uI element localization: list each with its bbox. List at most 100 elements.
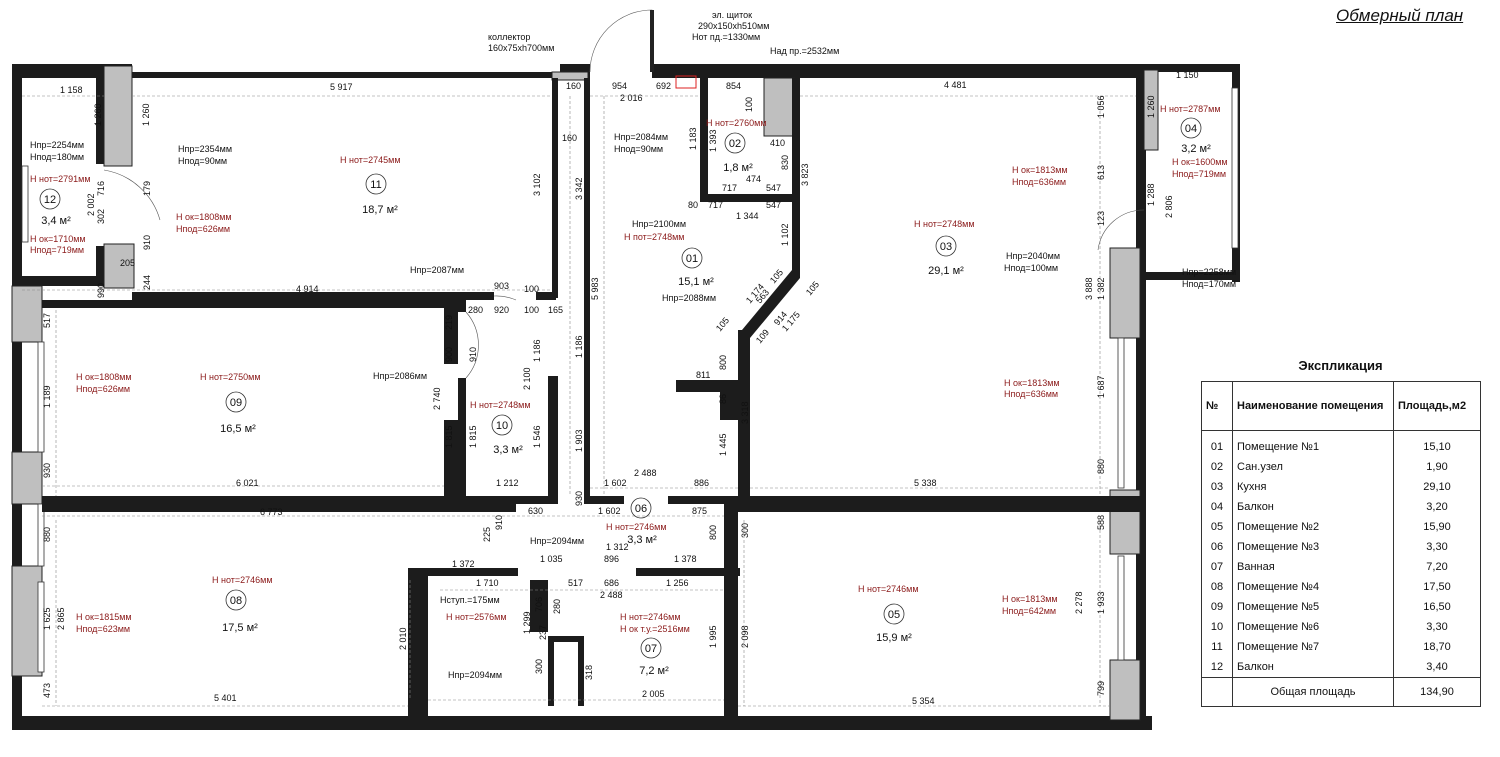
window-room12 [21, 165, 29, 243]
dim: 2 100 [522, 367, 532, 390]
room-10-area: 3,3 м² [493, 444, 523, 456]
dim: 3 823 [800, 163, 810, 186]
dim: 300 [534, 659, 544, 674]
dim: 123 [1096, 211, 1106, 226]
wall-corridor-left [584, 78, 590, 500]
h-room04-threshold: Нпод=170мм [1182, 279, 1236, 289]
dim: 1 344 [736, 211, 759, 221]
dim: 1 212 [496, 478, 519, 488]
wall-room10-left [458, 378, 466, 496]
wall-top-balcony04 [1144, 64, 1240, 72]
wall-balcony12-bottom [22, 276, 132, 286]
room-01-circle [681, 247, 703, 269]
dim: 3 342 [574, 177, 584, 200]
total-value: 134,90 [1393, 677, 1481, 707]
dim: 5 401 [214, 693, 237, 703]
dim: 100 [524, 305, 539, 315]
wall-balcony04-bottom [1144, 272, 1240, 280]
wall-top-room11 [132, 72, 560, 78]
explication-header-num: № [1201, 381, 1233, 431]
dim: 717 [708, 200, 723, 210]
wall-room07-top-r [636, 568, 740, 576]
wall-room11-bottom-r [536, 292, 556, 300]
h-room03-sill2: Нпод=636мм [1004, 389, 1058, 399]
room-06-number: 06 [635, 503, 647, 515]
wall-room05-left [724, 504, 738, 718]
dim: 5 917 [330, 82, 353, 92]
dim: 686 [604, 578, 619, 588]
h-room07-window: Н ок т.у.=2516мм [620, 624, 690, 634]
dim: 716 [96, 181, 106, 196]
dim: 800 [708, 525, 718, 540]
dim: 2 016 [620, 93, 643, 103]
dim: 930 [574, 491, 584, 506]
dim: 2 865 [56, 607, 66, 630]
h-room03-window: Н ок=1813мм [1012, 165, 1068, 175]
h-room03-sill: Нпод=636мм [1012, 177, 1066, 187]
h-room03-door: Нпр=2040мм [1006, 251, 1060, 261]
dim: 854 [726, 81, 741, 91]
dim: 547 [766, 183, 781, 193]
dim: 205 [120, 258, 135, 268]
h-room09-sill: Нпод=626мм [76, 384, 130, 394]
door-room11 [103, 169, 161, 221]
dim: 588 [1096, 515, 1106, 530]
dim: 2 488 [634, 468, 657, 478]
dim: 4 481 [944, 80, 967, 90]
entrance-door-leaf [650, 10, 654, 72]
h-room05-sill: Нпод=642мм [1002, 606, 1056, 616]
dim: 692 [656, 81, 671, 91]
dim: 1 445 [718, 433, 728, 456]
dim: 1 393 [708, 129, 718, 152]
wall-room11-bottom [132, 292, 494, 300]
window-room09 [37, 341, 45, 453]
room-12-area: 3,4 м² [41, 215, 71, 227]
dim: 100 [744, 97, 754, 112]
h-room11-door2: Нпр=2087мм [410, 265, 464, 275]
h-room07-door: Нпр=2094мм [448, 670, 502, 680]
h-room04-window: Н ок=1600мм [1172, 157, 1228, 167]
note-over-door: Над пр.=2532мм [770, 46, 839, 56]
dim: 1 260 [93, 103, 103, 126]
room-05-circle [883, 603, 905, 625]
dim: 830 [780, 155, 790, 170]
dim: 5 983 [590, 277, 600, 300]
room-09-circle [225, 391, 247, 413]
note-panel-size: 290х150хh510мм [698, 21, 769, 31]
h-room01-threshold: Нпод=90мм [614, 144, 663, 154]
room-04-area: 3,2 м² [1181, 143, 1211, 155]
dim: 1 183 [688, 127, 698, 150]
wall-room11-right [552, 78, 558, 298]
wall-room08-right [408, 568, 420, 718]
room-02-number: 02 [729, 138, 741, 150]
dim: 1 260 [1146, 95, 1156, 118]
wall-room09-right-b [444, 420, 458, 496]
room-05-number: 05 [888, 609, 900, 621]
room-08-area: 17,5 м² [222, 622, 258, 634]
h-room01-ceiling: Н пот=2748мм [624, 232, 684, 242]
dimension-lines [22, 95, 1136, 707]
h-room09-window: Н ок=1808мм [76, 372, 132, 382]
room-07-area: 7,2 м² [639, 665, 669, 677]
dim: 2 098 [740, 625, 750, 648]
h-room01-door2: Нпр=2100мм [632, 219, 686, 229]
dim: 280 [468, 305, 483, 315]
explication-header-name: Наименование помещения [1232, 381, 1394, 431]
dim: 920 [494, 305, 509, 315]
wall-room07-niche-top [548, 636, 584, 642]
wall-room07-niche-right [578, 636, 584, 706]
h-room06-door: Нпр=2094мм [530, 536, 584, 546]
dim: 1 995 [708, 625, 718, 648]
dim: 1 687 [1096, 375, 1106, 398]
h-room11-window: Н ок=1808мм [176, 212, 232, 222]
shaft [763, 77, 795, 137]
dim: 280 [552, 599, 562, 614]
dim: 1 602 [604, 478, 627, 488]
dim: 800 [718, 355, 728, 370]
dim: 4 914 [296, 284, 319, 294]
